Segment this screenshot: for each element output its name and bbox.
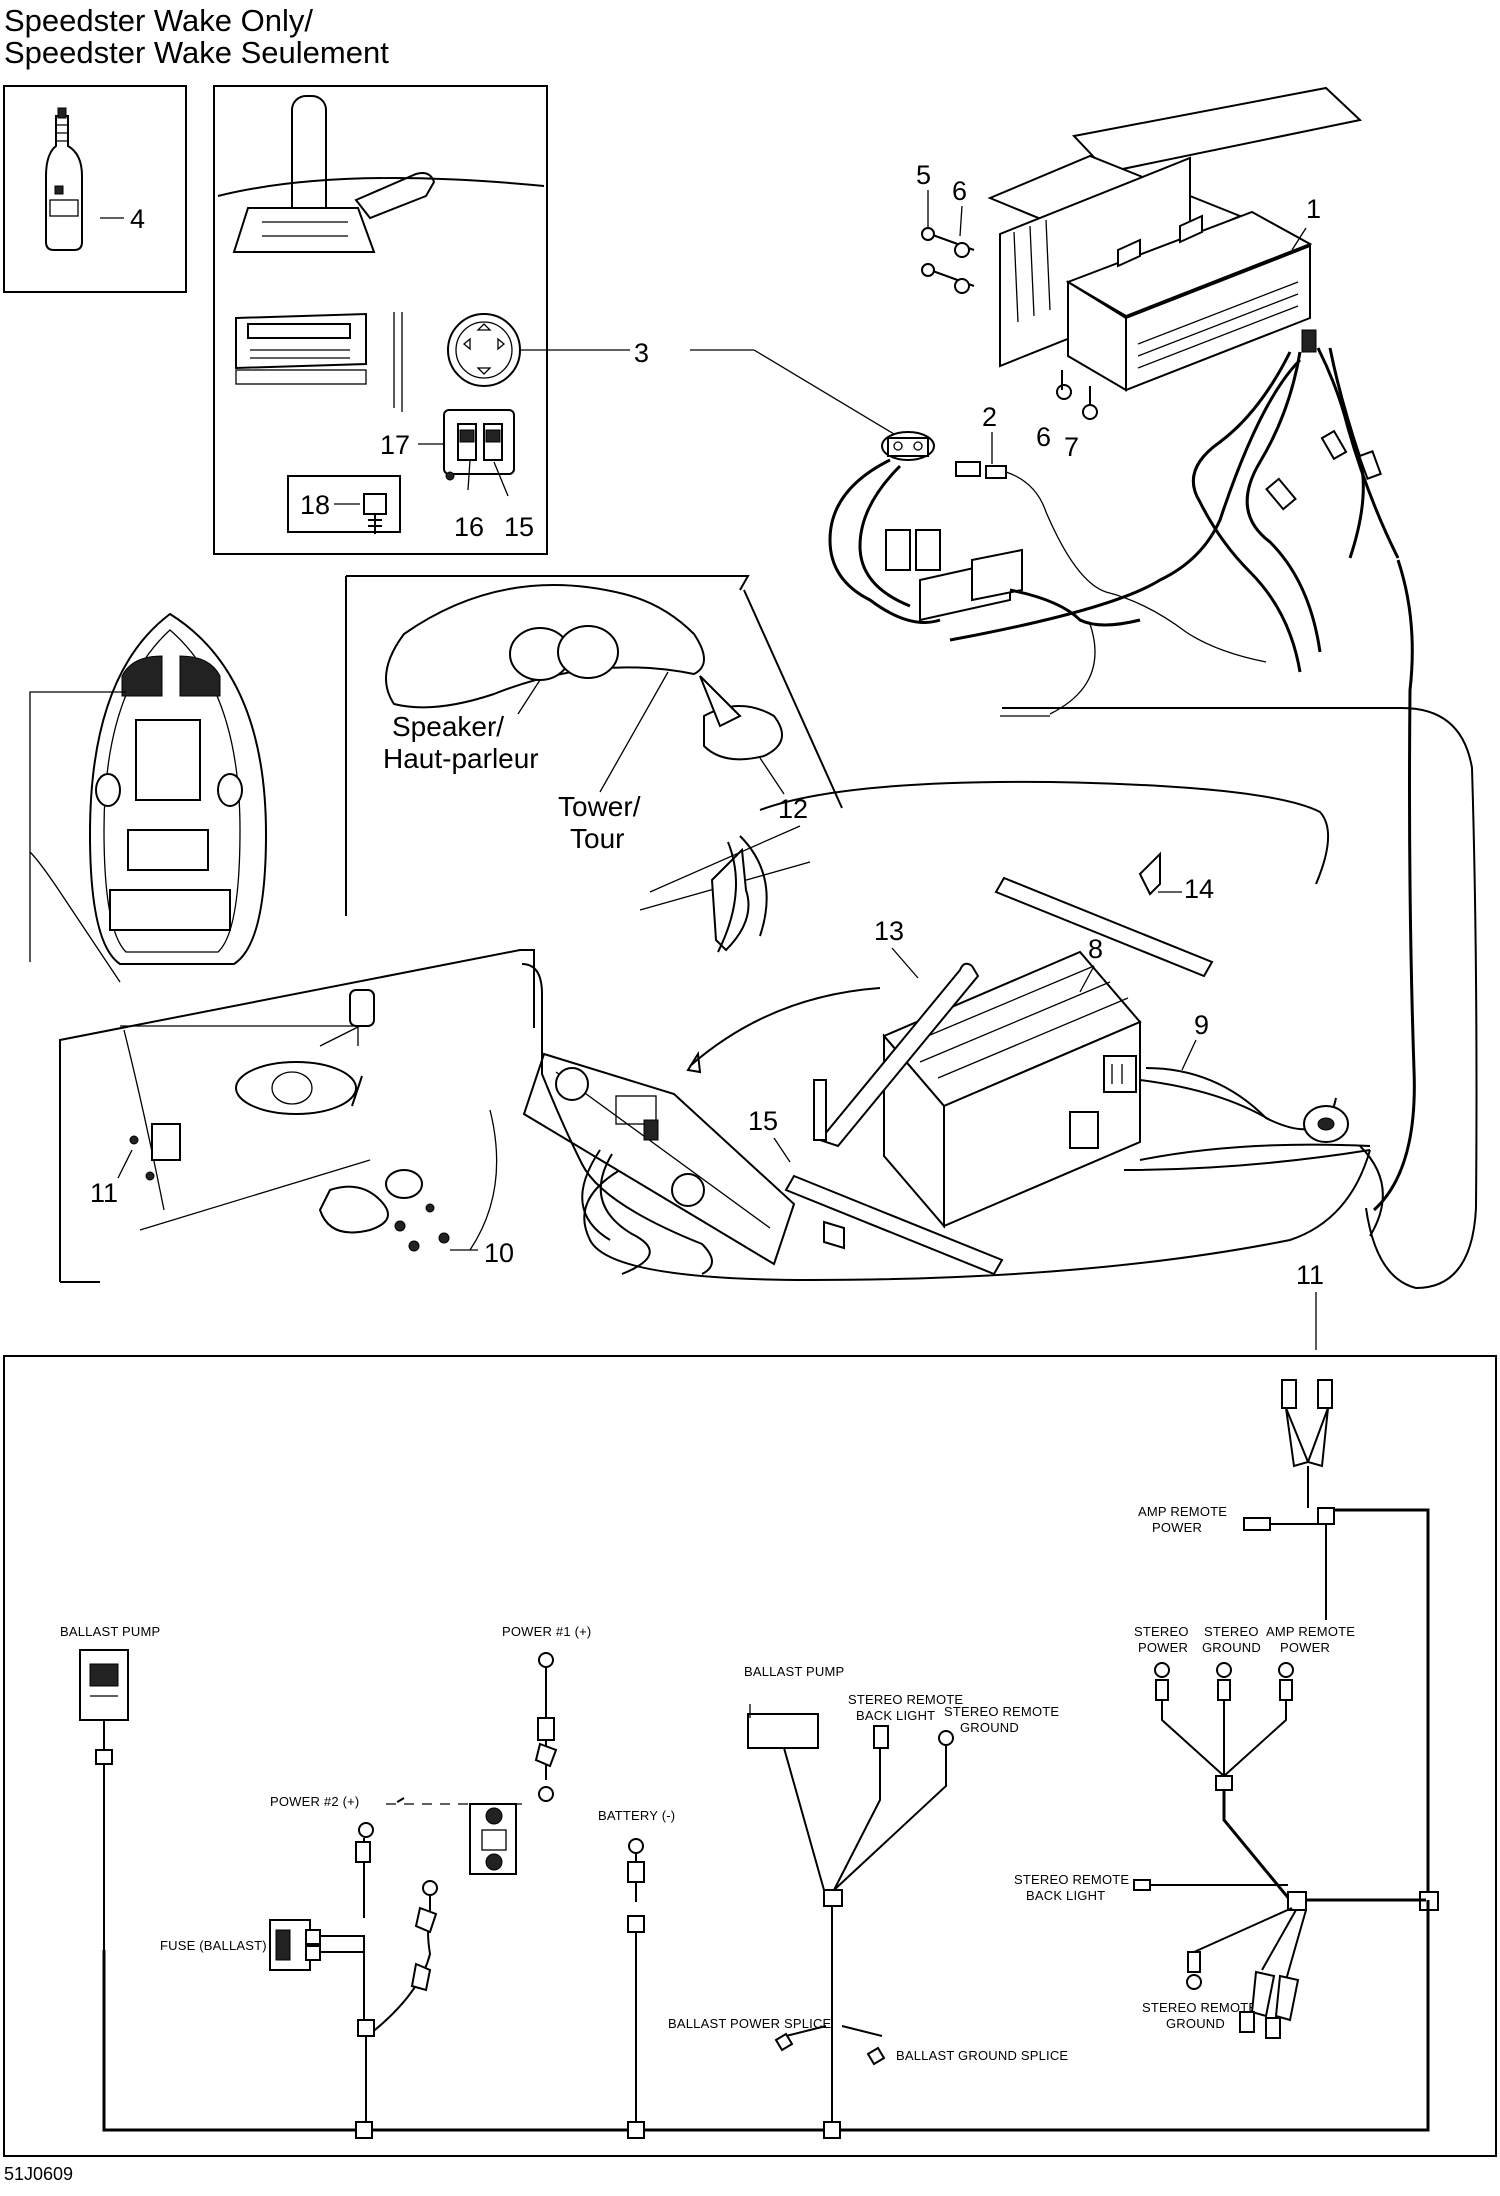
tower-label: Tower/ Tour [558, 671, 669, 854]
mount-bar-16 [784, 1174, 1004, 1276]
label-ballast-pump-left: BALLAST PUMP [60, 1624, 160, 1639]
amplifier-icon [882, 950, 1142, 1229]
speaker-label: Speaker/ Haut-parleur [383, 679, 541, 774]
inset-tower [345, 575, 843, 953]
screw-icon [363, 493, 387, 534]
callout-5: 5 [916, 160, 931, 190]
callout-20: 18 [300, 490, 330, 520]
label-amp-remote-power-2: POWER [1280, 1640, 1330, 1655]
callout-7: 7 [1064, 432, 1079, 462]
label-stereo-power-2: POWER [1138, 1640, 1188, 1655]
callout-16: 15 [748, 1106, 778, 1136]
label-stereo-remote-back-light-top-2: BACK LIGHT [856, 1708, 935, 1723]
label-stereo-remote-ground-top-2: GROUND [960, 1720, 1019, 1735]
connector-icon [881, 431, 1007, 479]
stereo-head-unit-icon [987, 86, 1363, 392]
nut-icon [1056, 370, 1098, 420]
switch-panel-icon [443, 409, 515, 481]
label-ballast-power-splice: BALLAST POWER SPLICE [668, 2016, 832, 2031]
label-stereo-remote-back-light-1: STEREO REMOTE [1014, 1872, 1129, 1887]
label-amp-remote-power-1: AMP REMOTE [1266, 1624, 1355, 1639]
ballast-pump-connector-icon [79, 1649, 129, 1721]
label-power-2: POWER #2 (+) [270, 1794, 359, 1809]
callout-2: 2 [982, 402, 997, 432]
boat-top-view-icon [88, 612, 268, 965]
label-ballast-pump-center: BALLAST PUMP [744, 1664, 844, 1679]
remote-control-icon [447, 313, 521, 387]
callout-1: 1 [1306, 194, 1321, 224]
callout-19: 17 [380, 430, 410, 460]
label-stereo-power-1: STEREO [1134, 1624, 1189, 1639]
inset-deck [59, 949, 535, 1283]
mount-bracket-14 [813, 962, 980, 1148]
callout-6b: 6 [1036, 422, 1051, 452]
diagram-code: 51J0609 [4, 2164, 74, 2184]
label-stereo-ground-2: GROUND [1202, 1640, 1261, 1655]
callout-18: 15 [504, 512, 534, 542]
svg-text:Haut-parleur: Haut-parleur [383, 743, 539, 774]
throttle-lever-icon [217, 95, 545, 253]
callout-9: 9 [1194, 1010, 1209, 1040]
callout-4: 4 [130, 204, 145, 234]
head-unit-chassis-icon [522, 1052, 796, 1266]
callout-6a: 6 [952, 176, 967, 206]
rca-plug-icon [1239, 1970, 1300, 2039]
callout-12: 11 [1296, 1260, 1324, 1290]
label-fuse: FUSE (BALLAST) [160, 1938, 267, 1953]
label-amp-remote-power-top-1: AMP REMOTE [1138, 1504, 1227, 1519]
label-power-1: POWER #1 (+) [502, 1624, 591, 1639]
label-stereo-remote-ground-1: STEREO REMOTE [1142, 2000, 1257, 2015]
screw-icon [921, 227, 975, 294]
label-stereo-remote-ground-2: GROUND [1166, 2016, 1225, 2031]
callout-17: 16 [454, 512, 484, 542]
speaker-icon [1303, 1105, 1349, 1143]
inset-sealant: 4 [3, 85, 187, 293]
label-amp-remote-power-top-2: POWER [1152, 1520, 1202, 1535]
label-stereo-remote-ground-top-1: STEREO REMOTE [944, 1704, 1059, 1719]
inset-console: 3 17 16 15 18 [213, 85, 649, 555]
connector-icon [349, 989, 375, 1046]
label-stereo-remote-back-light-top-1: STEREO REMOTE [848, 1692, 963, 1707]
sealant-bottle-icon [45, 107, 83, 251]
title-line-1: Speedster Wake Only/ [4, 3, 313, 38]
callout-14: 13 [874, 916, 904, 946]
ballast-pump-connector-icon [747, 1704, 819, 1749]
warning-decal-icon [235, 312, 403, 412]
head-unit-harness [949, 347, 1416, 1212]
svg-text:Tower/: Tower/ [558, 791, 641, 822]
callout-11: 11 [90, 1178, 118, 1208]
fuse-icon [269, 1919, 321, 1971]
label-stereo-remote-back-light-2: BACK LIGHT [1026, 1888, 1105, 1903]
label-ballast-ground-splice: BALLAST GROUND SPLICE [896, 2048, 1068, 2063]
callout-10: 10 [484, 1238, 514, 1268]
svg-text:Tour: Tour [570, 823, 624, 854]
svg-text:Speaker/: Speaker/ [392, 711, 504, 742]
label-stereo-ground-1: STEREO [1204, 1624, 1259, 1639]
callout-15: 14 [1184, 874, 1214, 904]
title-line-2: Speedster Wake Seulement [4, 35, 389, 70]
wiring-schematic: BALLAST PUMP POWER #1 (+) POWER #2 (+) F… [3, 1355, 1497, 2157]
callout-3: 3 [634, 338, 649, 368]
circuit-breaker-icon [469, 1803, 517, 1875]
rca-plug-icon [1281, 1379, 1333, 1468]
callout-8: 8 [1088, 934, 1103, 964]
speaker-icon [385, 584, 783, 761]
mount-bar-15 [994, 851, 1214, 978]
connector-icon [885, 529, 1023, 622]
label-battery: BATTERY (-) [598, 1808, 675, 1823]
